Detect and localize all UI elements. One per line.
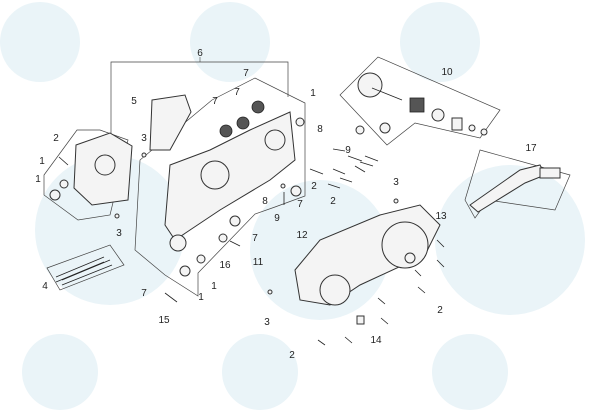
callout-label: 2: [437, 305, 443, 316]
kickstart-lever: [469, 164, 561, 213]
callout-label: 2: [289, 350, 295, 361]
callout-label: 11: [253, 257, 264, 268]
callout-label: 2: [330, 196, 336, 207]
callout-label: 1: [211, 281, 217, 292]
callout-label: 12: [296, 230, 308, 241]
callout-label: 7: [141, 288, 147, 299]
callout-label: 3: [141, 133, 147, 144]
callout-label: 6: [197, 48, 203, 59]
callout-label: 17: [525, 143, 537, 154]
callout-label: 1: [198, 292, 204, 303]
callout-label: 1: [35, 174, 41, 185]
callout-label: 9: [274, 213, 280, 224]
callout-label: 13: [435, 211, 447, 222]
callout-label: 7: [234, 87, 240, 98]
callout-label: 14: [370, 335, 382, 346]
callout-label: 1: [39, 156, 45, 167]
watermark-logos: [0, 2, 585, 410]
callout-label: 3: [264, 317, 270, 328]
callout-label: 16: [219, 260, 231, 271]
right-crankcase: [164, 111, 296, 241]
callout-label: 1: [310, 88, 316, 99]
callout-label: 3: [393, 177, 399, 188]
callout-label: 2: [53, 133, 59, 144]
callout-label: 5: [131, 96, 137, 107]
callout-label: 2: [311, 181, 317, 192]
callout-label: 9: [345, 145, 351, 156]
callout-label: 7: [243, 68, 249, 79]
callout-label: 3: [116, 228, 122, 239]
parts: [49, 72, 561, 346]
rod-kit: [55, 256, 113, 286]
callout-label: 4: [42, 281, 48, 292]
callout-label: 8: [317, 124, 323, 135]
callout-label: 7: [212, 96, 218, 107]
transmission-cover: [294, 204, 441, 306]
bolts: [114, 148, 445, 346]
callout-label: 7: [252, 233, 258, 244]
callout-label: 7: [297, 199, 303, 210]
callout-label: 10: [441, 67, 453, 78]
callout-label: 8: [262, 196, 268, 207]
callout-label: 15: [158, 315, 170, 326]
gasket: [149, 94, 192, 151]
kickstart-shaft: [355, 72, 488, 136]
